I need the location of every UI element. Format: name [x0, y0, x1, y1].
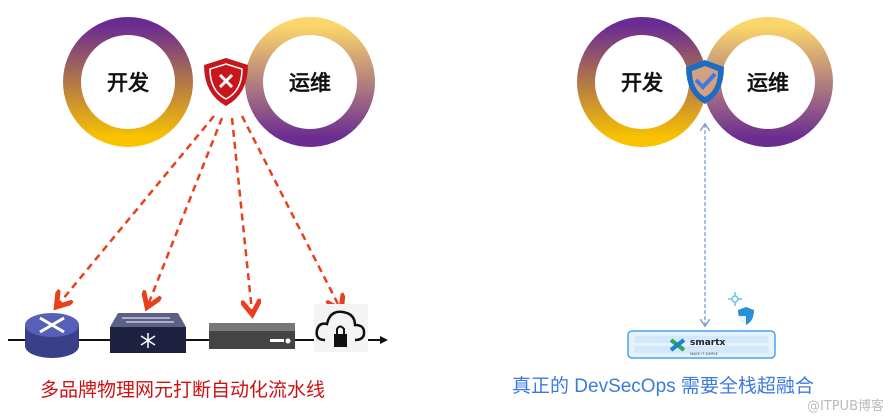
cloud-lock-icon: [314, 304, 368, 352]
left-devops-loop: 开发 运维: [63, 17, 375, 147]
network-security-icons: [728, 292, 754, 325]
right-caption: 真正的 DevSecOps 需要全栈超融合: [512, 376, 814, 397]
switch-icon: [110, 313, 186, 353]
smartx-hci-appliance: smartx MAKE IT SIMPLE: [627, 330, 776, 359]
broken-links: [58, 115, 340, 312]
ops-ring: [245, 17, 375, 147]
ops-label: 运维: [289, 71, 331, 95]
server-appliance-icon: [209, 323, 295, 349]
watermark: @ITPUB博客: [806, 399, 884, 414]
dev-label: 开发: [621, 71, 664, 95]
secure-shield-icon: [686, 60, 724, 104]
dev-ring: [63, 17, 193, 147]
smartx-tagline: MAKE IT SIMPLE: [690, 352, 718, 356]
right-devops-loop: 开发 运维: [577, 17, 833, 147]
router-icon: [25, 313, 79, 358]
dev-label: 开发: [107, 71, 150, 95]
ops-label: 运维: [747, 71, 789, 95]
broken-shield-icon: [204, 58, 248, 106]
left-caption: 多品牌物理网元打断自动化流水线: [40, 379, 326, 401]
smartx-logo: smartx: [690, 338, 726, 348]
